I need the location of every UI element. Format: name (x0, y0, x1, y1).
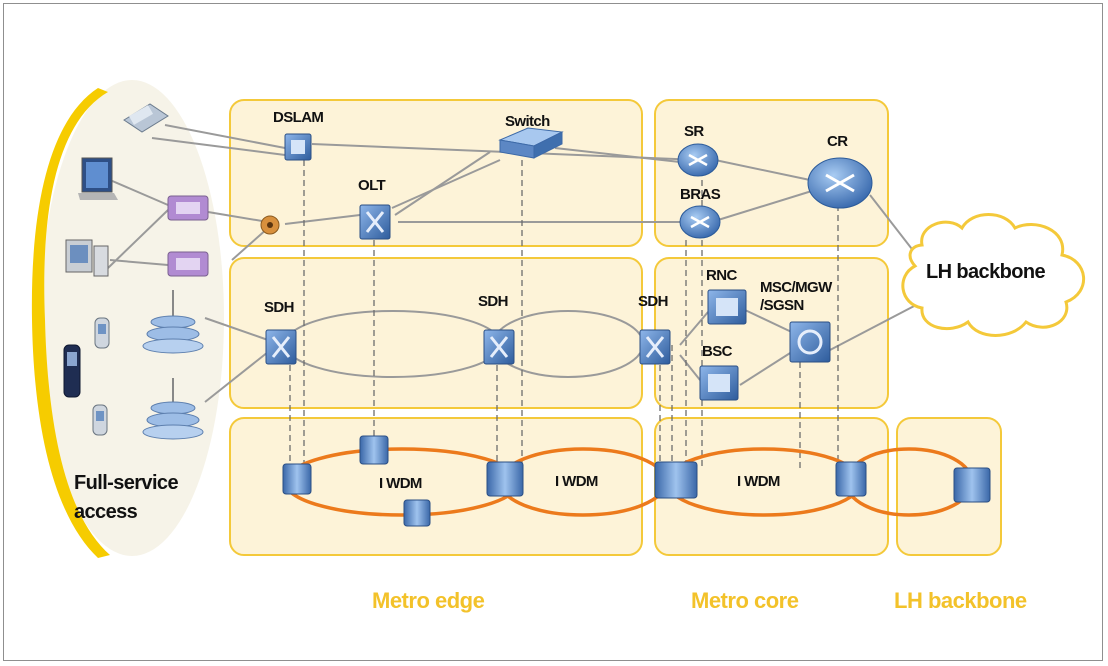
wdm-node-icon (282, 463, 312, 495)
lh-wdm-box (896, 417, 1002, 556)
laptop-icon (78, 157, 118, 200)
rnc-label: RNC (706, 267, 737, 284)
sdh-label-2: SDH (478, 293, 508, 310)
region-boxes (229, 99, 1002, 556)
wdm-nodes (282, 435, 991, 527)
wdm-node-icon (654, 461, 698, 499)
modem-icon (167, 195, 209, 221)
network-devices (265, 127, 873, 401)
wdm-node-icon (953, 467, 991, 503)
full-service-access-label-line2: access (74, 501, 138, 523)
msc-label-line2: /SGSN (760, 297, 804, 314)
router-icon (677, 143, 719, 177)
wdm-node-icon (835, 461, 867, 497)
node-labels: DSLAM Switch SR CR OLT BRAS RNC MSC/MGW … (74, 109, 1046, 523)
lh-backbone-cloud-label: LH backbone (926, 261, 1045, 283)
metro-edge-label: Metro edge (372, 588, 485, 613)
rnc-icon (707, 289, 747, 325)
region-labels: Metro edge Metro core LH backbone (372, 588, 1027, 613)
metro-core-label: Metro core (691, 588, 799, 613)
olt-icon (359, 204, 391, 240)
mobile-phone-icon (94, 317, 110, 349)
router-icon (679, 205, 721, 239)
sdh-node-icon (639, 329, 671, 365)
msc-label-line1: MSC/MGW (760, 279, 833, 296)
bras-label: BRAS (680, 186, 721, 203)
lh-backbone-region-label: LH backbone (894, 588, 1027, 613)
modem-icon (167, 251, 209, 277)
sr-label: SR (684, 123, 704, 140)
mobile-phone-icon (92, 404, 108, 436)
wdm-label-2: I WDM (555, 473, 598, 490)
mobile-phone-icon (63, 344, 81, 398)
msc-mgw-sgsn-icon (789, 321, 831, 363)
sdh-label-1: SDH (264, 299, 294, 316)
phone-icon (123, 103, 169, 133)
bsc-icon (699, 365, 739, 401)
access-devices (63, 103, 280, 440)
dslam-icon (284, 133, 312, 161)
wdm-label-3: I WDM (737, 473, 780, 490)
full-service-access-label-line1: Full-service (74, 472, 178, 494)
sdh-node-icon (265, 329, 297, 365)
desktop-pc-icon (65, 239, 109, 277)
lh-backbone-cloud (901, 213, 1085, 337)
bsc-label: BSC (702, 343, 733, 360)
sdh-label-3: SDH (638, 293, 668, 310)
splitter-icon (260, 215, 280, 235)
cr-label: CR (827, 133, 848, 150)
connection-lines (107, 124, 923, 403)
olt-label: OLT (358, 177, 386, 194)
core-router-icon (807, 157, 873, 209)
wdm-node-icon (486, 461, 524, 497)
base-station-icon (142, 290, 204, 354)
sdh-node-icon (483, 329, 515, 365)
base-station-icon (142, 378, 204, 440)
switch-icon (498, 127, 564, 159)
diagram-frame (3, 3, 1103, 661)
switch-label: Switch (505, 113, 550, 130)
wdm-label-1: I WDM (379, 475, 422, 492)
access-bracket (31, 88, 110, 558)
wdm-node-icon (403, 499, 431, 527)
wdm-node-icon (359, 435, 389, 465)
dslam-label: DSLAM (273, 109, 323, 126)
